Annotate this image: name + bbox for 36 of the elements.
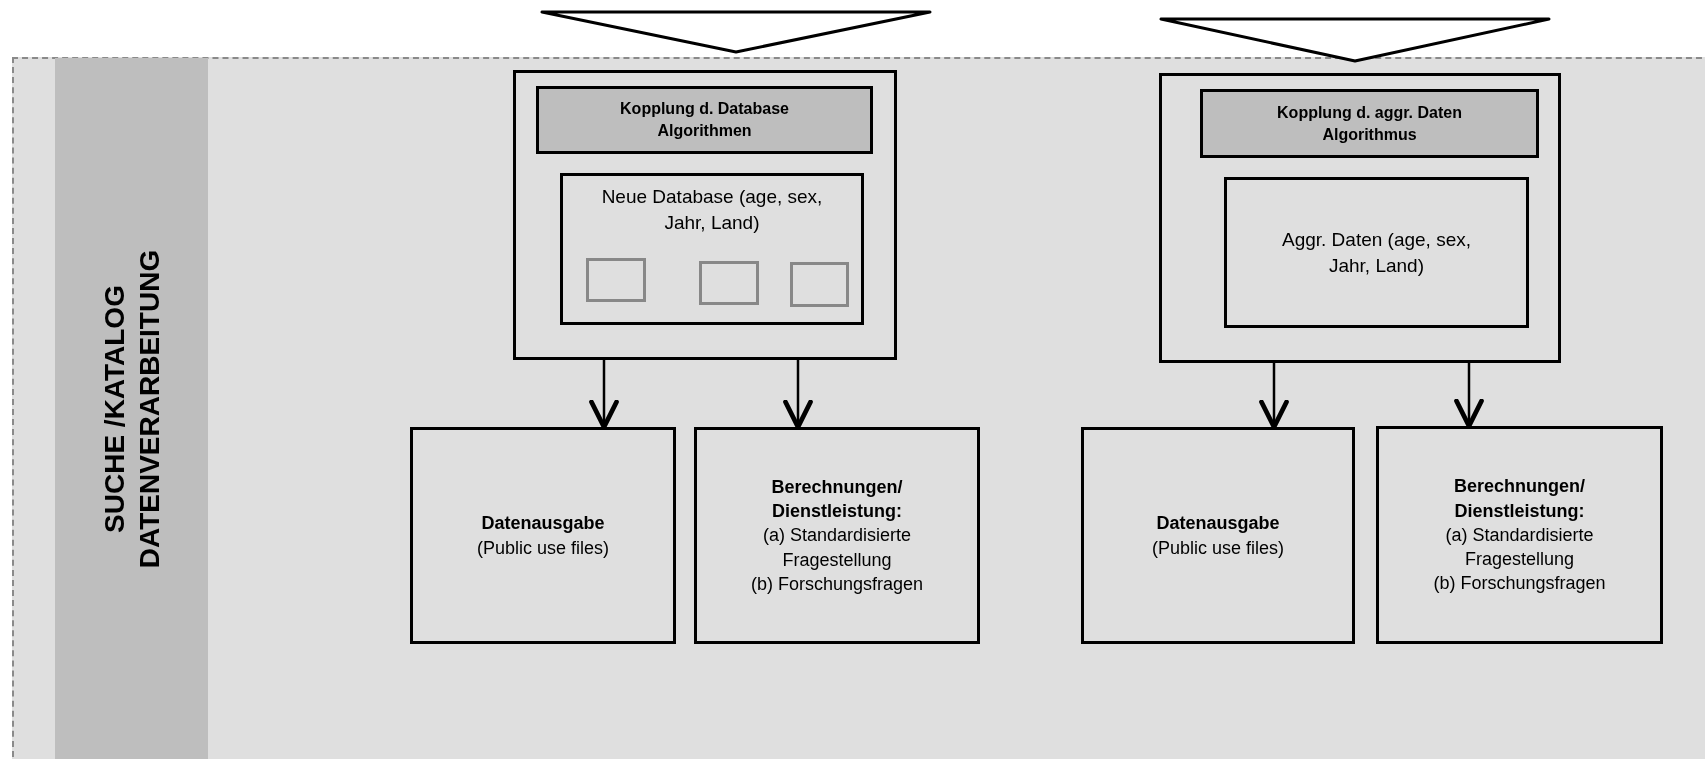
empty-box bbox=[790, 262, 849, 307]
box-text: Aggr. Daten (age, sex, Jahr, Land) bbox=[1280, 227, 1473, 278]
funnel-triangle bbox=[540, 10, 932, 54]
arrow bbox=[1259, 363, 1289, 430]
band-title: SUCHE /KATALOG DATENVERARBEITUNG bbox=[97, 248, 166, 570]
empty-box bbox=[699, 261, 759, 305]
arrow bbox=[783, 360, 813, 430]
funnel-triangle bbox=[1159, 17, 1551, 63]
box-text: (a) Standardisierte Fragestellung bbox=[1444, 523, 1595, 572]
side-band bbox=[55, 58, 208, 759]
output-box bbox=[1376, 426, 1663, 644]
output-heading: Datenausgabe bbox=[1155, 512, 1281, 536]
output-box bbox=[410, 427, 676, 644]
box-text: (Public use files) bbox=[475, 536, 610, 560]
box-text: (b) Forschungsfragen bbox=[1432, 572, 1607, 596]
output-heading: Berechnungen/ Dienstleistung: bbox=[770, 475, 904, 524]
output-heading: Berechnungen/ Dienstleistung: bbox=[1453, 475, 1586, 523]
output-box bbox=[694, 427, 980, 644]
box-text: (b) Forschungsfragen bbox=[749, 572, 925, 596]
header-box bbox=[536, 86, 873, 154]
group-box bbox=[513, 70, 897, 360]
box-text: (a) Standardisierte Fragestellung bbox=[761, 524, 913, 572]
dashed-panel bbox=[12, 57, 1705, 759]
output-box bbox=[1081, 427, 1355, 644]
output-heading: Datenausgabe bbox=[480, 512, 606, 536]
empty-box bbox=[586, 258, 646, 302]
arrow bbox=[589, 360, 619, 430]
data-box bbox=[1224, 177, 1529, 328]
header-box bbox=[1200, 89, 1539, 158]
header-text: Kopplung d. Database Algorithmen bbox=[619, 99, 790, 141]
header-text: Kopplung d. aggr. Daten Algorithmus bbox=[1276, 102, 1463, 145]
group-box bbox=[1159, 73, 1561, 363]
box-text: (Public use files) bbox=[1150, 536, 1285, 560]
arrow bbox=[1454, 363, 1484, 429]
box-text: Neue Database (age, sex, Jahr, Land) bbox=[600, 185, 824, 235]
data-box bbox=[560, 173, 864, 325]
